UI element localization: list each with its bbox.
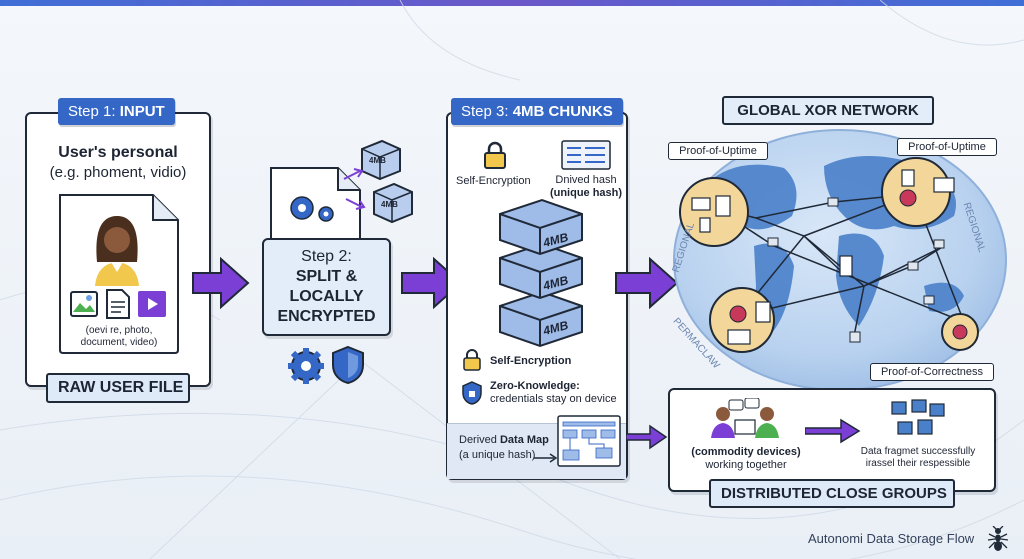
fragment-line1: Data fragmet successfully <box>860 446 976 457</box>
person-icon <box>95 216 139 286</box>
proof-of-correctness: Proof-of-Correctness <box>870 363 994 381</box>
top-accent-bar <box>0 0 1024 6</box>
people-icon <box>711 398 779 438</box>
arrow-step3-to-network <box>615 256 679 310</box>
split-document-icon <box>270 167 361 244</box>
devices-title: (commodity devices) <box>691 446 801 458</box>
step1-subtitle: (e.g. phoment, vidio) <box>49 164 187 181</box>
file-caption-line2: document, video) <box>80 337 158 348</box>
file-caption-line1: (oevi re, photo, <box>85 325 153 336</box>
hash-label-line2: (unique hash) <box>549 187 623 199</box>
proof-of-uptime-right: Proof-of-Uptime <box>897 138 997 156</box>
fragment-line2: irassel their respessible <box>865 458 971 469</box>
gear-icon <box>288 348 324 384</box>
globe-icon <box>673 129 1007 391</box>
image-icon <box>70 291 98 317</box>
chunk-cube-top-label: 4MB <box>369 156 386 165</box>
self-encryption-label: Self-Encryption <box>490 355 572 367</box>
step2-line3: LOCALLY <box>289 288 364 305</box>
database-chunk-icon <box>499 198 583 348</box>
lock-icon <box>463 349 481 371</box>
distributed-close-groups-caption: DISTRIBUTED CLOSE GROUPS <box>709 479 955 508</box>
network-title: GLOBAL XOR NETWORK <box>722 96 934 125</box>
data-map-icon <box>534 415 621 467</box>
step2-panel <box>262 238 391 336</box>
lock-icon <box>484 141 506 169</box>
proof-of-uptime-left: Proof-of-Uptime <box>668 142 768 160</box>
shield-icon <box>332 345 364 385</box>
brand-footer: Autonomi Data Storage Flow <box>808 531 975 546</box>
raw-user-file-caption: RAW USER FILE <box>46 373 190 403</box>
step2-line4: ENCRYPTED <box>277 308 376 325</box>
puzzle-icon <box>891 399 945 435</box>
gear-icon <box>290 196 334 222</box>
arrow-datamap-to-groups <box>626 424 668 450</box>
lock-label: Self-Encryption <box>456 175 531 187</box>
video-icon <box>138 291 166 317</box>
hash-table-icon <box>561 140 611 170</box>
chunk-cube-bottom-label: 4MB <box>381 200 398 209</box>
devices-subtitle: working together <box>705 459 787 471</box>
zero-knowledge-title: Zero-Knowledge: <box>490 380 580 392</box>
chunk-cube-bottom <box>373 182 413 224</box>
step1-label: Step 1: INPUT <box>58 98 175 125</box>
split-arrows <box>343 168 366 210</box>
arrow-step1-to-step2 <box>192 256 250 310</box>
zero-knowledge-desc: credentials stay on device <box>490 393 617 405</box>
data-map-label: Derived Data Map <box>459 434 549 446</box>
hash-label-line1: Dnived hash <box>555 174 617 186</box>
step3-label: Step 3: 4MB CHUNKS <box>451 98 623 125</box>
step2-line2: SPLIT & <box>295 268 358 285</box>
ant-logo-icon <box>987 526 1009 551</box>
step1-title: User's personal <box>58 144 178 161</box>
shield-icon <box>462 381 482 405</box>
step2-line1: Step 2: <box>301 248 352 265</box>
arrow-to-fragments <box>805 418 861 444</box>
data-map-sub: (a unique hash) <box>459 449 536 461</box>
document-icon <box>106 289 130 319</box>
